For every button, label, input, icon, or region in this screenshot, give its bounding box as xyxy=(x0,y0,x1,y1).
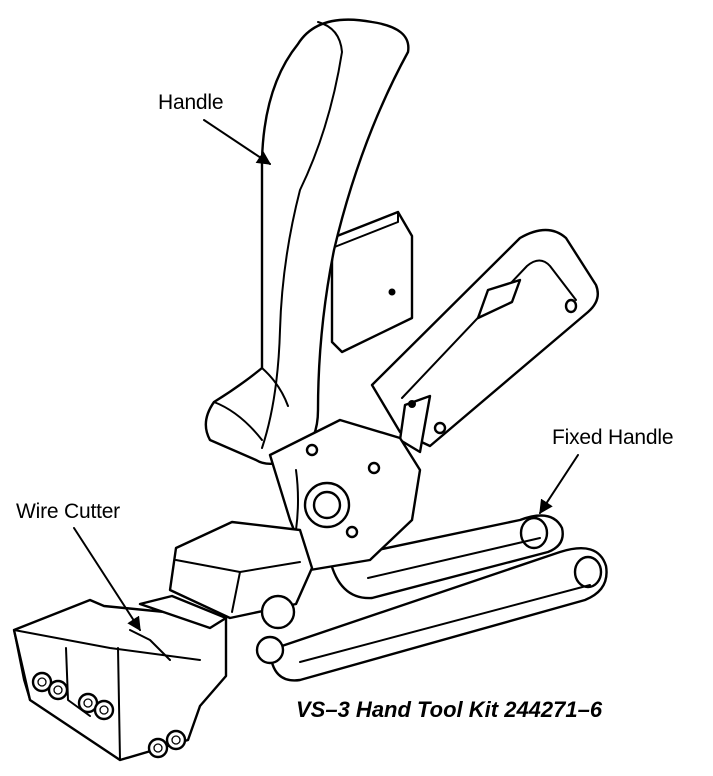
fixed-handle-label: Fixed Handle xyxy=(552,426,674,449)
wire-cutter-arrow xyxy=(73,527,141,632)
linkage xyxy=(268,418,422,572)
die-block xyxy=(12,594,228,762)
handle-arrow xyxy=(203,119,272,165)
crimp-head xyxy=(168,520,314,665)
fixed-handle-part xyxy=(268,514,608,682)
fixed-handle-arrow xyxy=(539,454,579,515)
wire-cutter-label: Wire Cutter xyxy=(16,500,120,523)
handle-part xyxy=(204,18,410,466)
frame-arm xyxy=(370,228,599,454)
handle-label: Handle xyxy=(158,91,224,114)
figure-caption: VS–3 Hand Tool Kit 244271–6 xyxy=(296,697,603,722)
rear-block xyxy=(330,210,414,354)
